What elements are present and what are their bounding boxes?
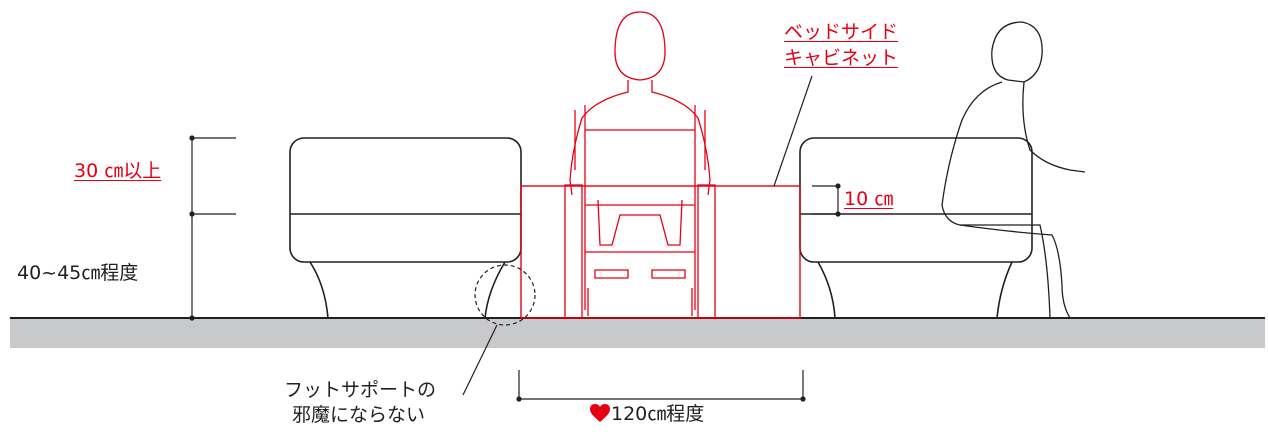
footrest-clearance-circle xyxy=(474,264,536,326)
heart-icon xyxy=(590,404,610,422)
offset-dim-dot-bottom xyxy=(835,211,841,217)
right-bed xyxy=(799,137,1033,319)
width-dim-dot-right xyxy=(800,396,806,402)
footrest-leader-line xyxy=(462,324,498,396)
person-legs xyxy=(597,199,683,246)
height-dim-dot-mid xyxy=(189,211,195,217)
left-bed xyxy=(289,137,522,319)
width-label-text: 120㎝程度 xyxy=(611,403,705,425)
right-bed-mattress xyxy=(799,137,1033,263)
footrest-label-line2: 邪魔にならない xyxy=(292,404,426,426)
floor xyxy=(10,317,1265,348)
footrest-label-line1: フットサポートの xyxy=(284,379,437,401)
seat-height-label: 40~45㎝程度 xyxy=(17,262,139,284)
wheelchair-user xyxy=(564,11,716,319)
seated-person-legs xyxy=(959,224,1095,319)
left-bed-legs xyxy=(309,261,506,319)
seated-person-head xyxy=(991,21,1043,83)
offset-dim-dot-top xyxy=(835,183,841,189)
person-body xyxy=(569,80,711,196)
left-bed-mattress xyxy=(289,137,522,263)
wheelchair-wheels xyxy=(564,184,716,319)
wheelchair-casters xyxy=(587,288,693,316)
cabinet-label-line1: ベッドサイド xyxy=(784,21,899,43)
width-label: 120㎝程度 xyxy=(590,403,704,426)
width-dim-dot-left xyxy=(516,396,522,402)
person-head xyxy=(614,11,666,81)
cabinet-label-line2: キャビネット xyxy=(784,47,899,69)
floor-slab xyxy=(10,318,1265,348)
seated-person-torso xyxy=(941,81,1086,226)
height-gap-label: 30 ㎝以上 xyxy=(74,160,162,182)
seated-person xyxy=(941,21,1095,319)
right-bed-legs xyxy=(817,261,1013,319)
height-dimension xyxy=(189,135,236,321)
cabinet-offset-label: 10 ㎝ xyxy=(844,188,894,210)
height-dim-dot-top xyxy=(189,135,195,141)
width-dimension xyxy=(516,370,806,402)
cabinet-leader-line xyxy=(773,75,813,187)
wheelchair-footrests xyxy=(594,269,686,279)
height-dim-dot-bottom xyxy=(189,315,195,321)
cabinet-offset-dimension xyxy=(812,183,841,217)
bedside-cabinet xyxy=(520,185,801,319)
wheelchair-frame xyxy=(574,105,706,310)
